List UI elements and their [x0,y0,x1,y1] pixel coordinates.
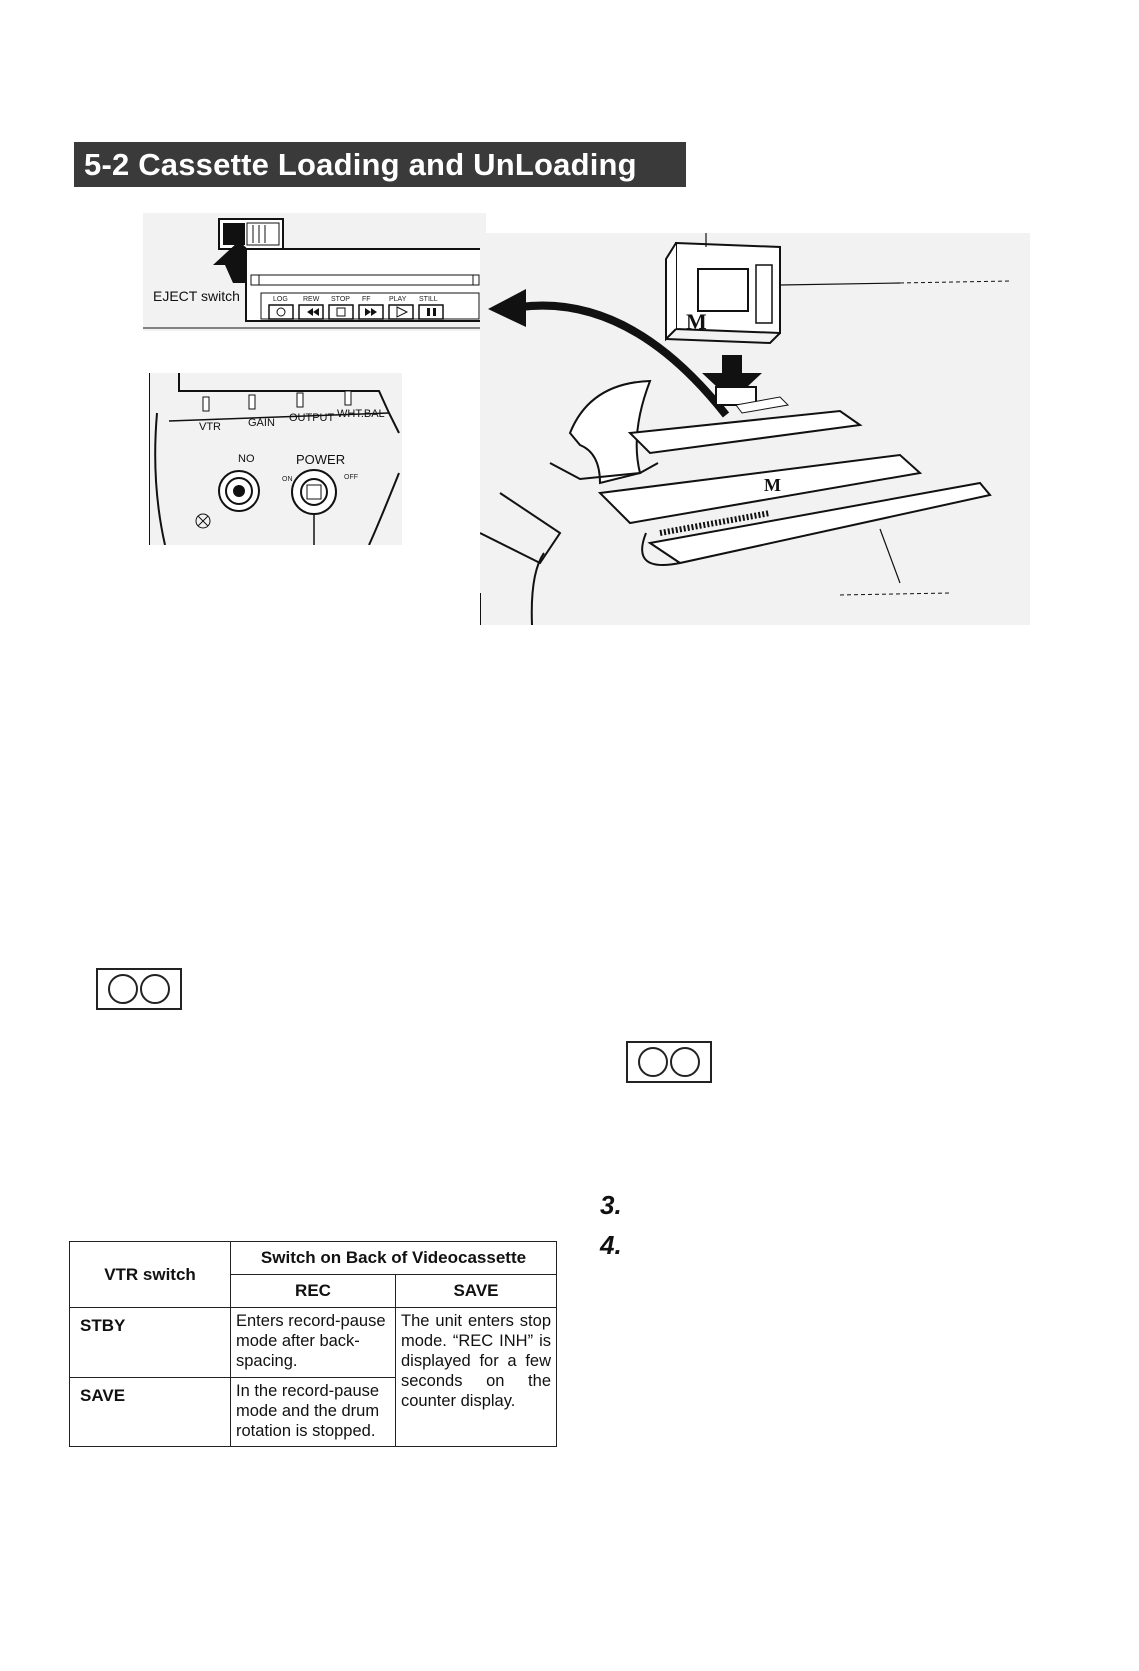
compartment-brand-mark: M [764,475,781,495]
power-on-label: ON [282,476,293,483]
step-number-3: 3. [600,1190,622,1220]
col-header-save: SAVE [395,1274,557,1308]
button-label-still: STILL [419,296,438,303]
button-label-ff: FF [362,296,371,303]
button-label-rew: REW [303,296,320,303]
cell-save-column: The unit enters stop mode. “REC INH” is … [395,1307,557,1447]
whtbal-switch-label: WHT.BAL [337,408,385,420]
camera-side-panel-figure [148,373,402,546]
button-label-log: LOG [273,296,288,303]
eject-switch-label: EJECT switch [153,288,240,304]
vtr-panel-illustration [143,218,486,329]
row-label-save: SAVE [69,1376,231,1447]
table-row: STBY Enters record-pause mode after back… [69,1307,557,1447]
vtr-switch-label: VTR [199,421,221,433]
camera-side-panel-illustration [148,373,400,546]
vtr-switch-table: VTR switch Switch on Back of Videocasset… [69,1241,557,1447]
cassette-tape-icon [626,1041,712,1083]
section-title-bar [74,142,686,187]
cassette-brand-mark: M [686,309,707,334]
col-header-switch-group: Switch on Back of Videocassette [230,1241,557,1275]
cassette-tape-icon [96,968,182,1010]
no-connector-label: NO [238,453,255,465]
table-row: SAVE In the record-pause mode and the dr… [69,1376,557,1447]
vtr-panel-figure [143,213,486,331]
col-header-vtr-switch: VTR switch [69,1241,231,1308]
power-label: POWER [296,452,346,467]
cassette-loading-figure: M M [479,233,1030,626]
gain-switch-label: GAIN [248,417,275,429]
button-label-play: PLAY [389,296,407,303]
output-switch-label: OUTPUT [289,412,335,424]
section-title: 5-2 Cassette Loading and UnLoading [84,147,637,182]
button-label-stop: STOP [331,296,350,303]
row-label-stby: STBY [69,1307,231,1378]
col-header-rec: REC [230,1274,396,1308]
step-number-4: 4. [600,1230,622,1260]
power-off-label: OFF [344,474,358,481]
cassette-loading-illustration: M M [479,233,1011,626]
cell-save-rec: In the record-pause mode and the drum ro… [230,1376,396,1447]
cell-stby-rec: Enters record-pause mode after back-spac… [230,1307,396,1378]
